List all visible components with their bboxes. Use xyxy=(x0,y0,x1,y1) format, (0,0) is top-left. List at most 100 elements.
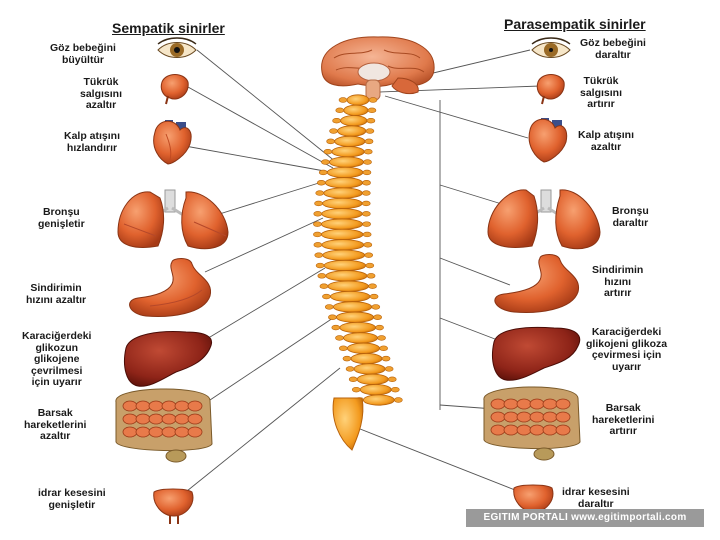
vertebra xyxy=(322,197,363,210)
vertebra-process xyxy=(319,283,329,289)
vertebra-process xyxy=(313,221,322,227)
connector-line xyxy=(439,184,506,206)
vertebra xyxy=(334,135,366,147)
vertebra-process xyxy=(361,190,371,196)
intestine-coil xyxy=(148,400,164,412)
vertebra-process xyxy=(369,293,379,300)
vertebra-process xyxy=(365,262,375,269)
intestine-coil xyxy=(174,413,190,425)
intestine-coil xyxy=(529,398,545,410)
eye-icon xyxy=(157,37,197,58)
intestine-coil xyxy=(529,424,545,436)
vertebra-process xyxy=(363,242,373,248)
vertebra xyxy=(329,156,364,168)
parasympathetic-label-bladder: idrar kesesini daraltır xyxy=(562,486,630,510)
lungs-icon xyxy=(487,189,601,250)
vertebra-process xyxy=(377,335,386,341)
label-line: Karaciğerdeki xyxy=(22,330,92,342)
label-line: Göz bebeğini xyxy=(50,42,116,54)
sympathetic-label-liver: Karaciğerdeki glikozun glikojene çevrilm… xyxy=(22,330,92,389)
vertebra-process xyxy=(361,200,371,207)
vertebra xyxy=(321,208,363,220)
connector-line xyxy=(384,95,529,139)
parasympathetic-label-heart: Kalp atışını azaltır xyxy=(578,129,635,153)
vertebra-process xyxy=(313,231,322,238)
vertebra-process xyxy=(331,324,341,331)
rectum xyxy=(165,449,187,463)
vertebra xyxy=(340,115,368,127)
intestine-coil xyxy=(516,411,532,423)
label-line: glikojeni glikoza xyxy=(586,337,668,350)
vertebra xyxy=(326,166,364,179)
vertebra-process xyxy=(314,200,323,207)
label-line: çevirmesi için xyxy=(591,349,662,361)
intestines-icon xyxy=(483,386,581,461)
label-line: artırır xyxy=(603,287,632,299)
label-line: Barsak xyxy=(605,402,641,414)
vertebra-process xyxy=(384,366,394,372)
label-line: genişletir xyxy=(38,217,85,230)
intestine-coil xyxy=(174,426,190,438)
intestine-coil xyxy=(187,413,203,425)
vertebra-process xyxy=(317,180,326,186)
parasympathetic-connectors xyxy=(349,49,541,493)
brain-icon xyxy=(321,36,435,101)
vertebra xyxy=(321,228,364,241)
parasympathetic-label-digestion: Sindirimin hızını artırır xyxy=(592,264,643,300)
vertebra-process xyxy=(366,273,376,279)
salivary-gland-icon xyxy=(536,74,565,105)
label-line: genişletir xyxy=(48,498,96,511)
vertebra-process xyxy=(365,128,375,134)
intestine-coil xyxy=(490,398,506,410)
vertebra xyxy=(356,373,389,385)
label-line: uyarır xyxy=(611,360,642,373)
intestine-coil xyxy=(503,398,519,410)
label-line: hızlandırır xyxy=(66,141,118,154)
vertebra-process xyxy=(339,345,348,351)
vertebra-process xyxy=(328,314,337,320)
vertebra-process xyxy=(323,149,333,155)
sympathetic-connectors xyxy=(181,49,341,496)
sympathetic-label-intestine: Barsak hareketlerini azaltır xyxy=(24,407,86,443)
label-line: azaltır xyxy=(85,99,117,111)
eye-icon xyxy=(531,37,571,58)
vertebra-process xyxy=(338,97,348,103)
lungs-icon xyxy=(117,189,229,250)
heart-icon xyxy=(528,118,568,163)
vertebra-process xyxy=(351,386,361,393)
sacrum xyxy=(332,397,364,451)
vertebra xyxy=(343,332,378,344)
vertebra-process xyxy=(335,335,344,341)
vertebra-process xyxy=(387,376,397,383)
intestine-coil xyxy=(542,411,558,423)
vertebra xyxy=(322,249,366,261)
vertebra-process xyxy=(362,211,371,217)
vertebra xyxy=(346,94,370,106)
label-line: azaltır xyxy=(590,140,622,153)
vertebra-process xyxy=(373,314,382,320)
sympathetic-label-digestion: Sindirimin hızını azaltır xyxy=(26,282,86,306)
vertebra xyxy=(359,384,392,396)
connector-line xyxy=(184,145,331,173)
vertebra xyxy=(325,270,368,282)
vertebra xyxy=(321,239,365,251)
sympathetic-header: Sempatik sinirler xyxy=(112,20,225,36)
label-line: glikozun xyxy=(35,341,79,354)
vertebra-process xyxy=(324,304,334,310)
intestines-icon xyxy=(115,388,213,463)
vertebra-process xyxy=(321,159,330,165)
connector-line xyxy=(209,317,334,401)
vertebra-process xyxy=(329,128,338,134)
vertebra xyxy=(362,394,395,406)
intestine-coil xyxy=(135,400,151,412)
label-line: Bronşu xyxy=(612,205,649,217)
label-line: Barsak xyxy=(37,407,73,419)
label-line: çevrilmesi xyxy=(31,364,83,377)
label-line: Kalp atışını xyxy=(578,129,635,141)
connector-line xyxy=(212,181,323,217)
vertebra-process xyxy=(315,262,325,269)
vertebra-process xyxy=(362,221,371,227)
parasympathetic-label-bronchi: Bronşu daraltır xyxy=(612,205,649,229)
intestine-coil xyxy=(490,411,506,423)
parasympathetic-label-liver: Karaciğerdeki glikojeni glikoza çevirmes… xyxy=(586,326,668,373)
